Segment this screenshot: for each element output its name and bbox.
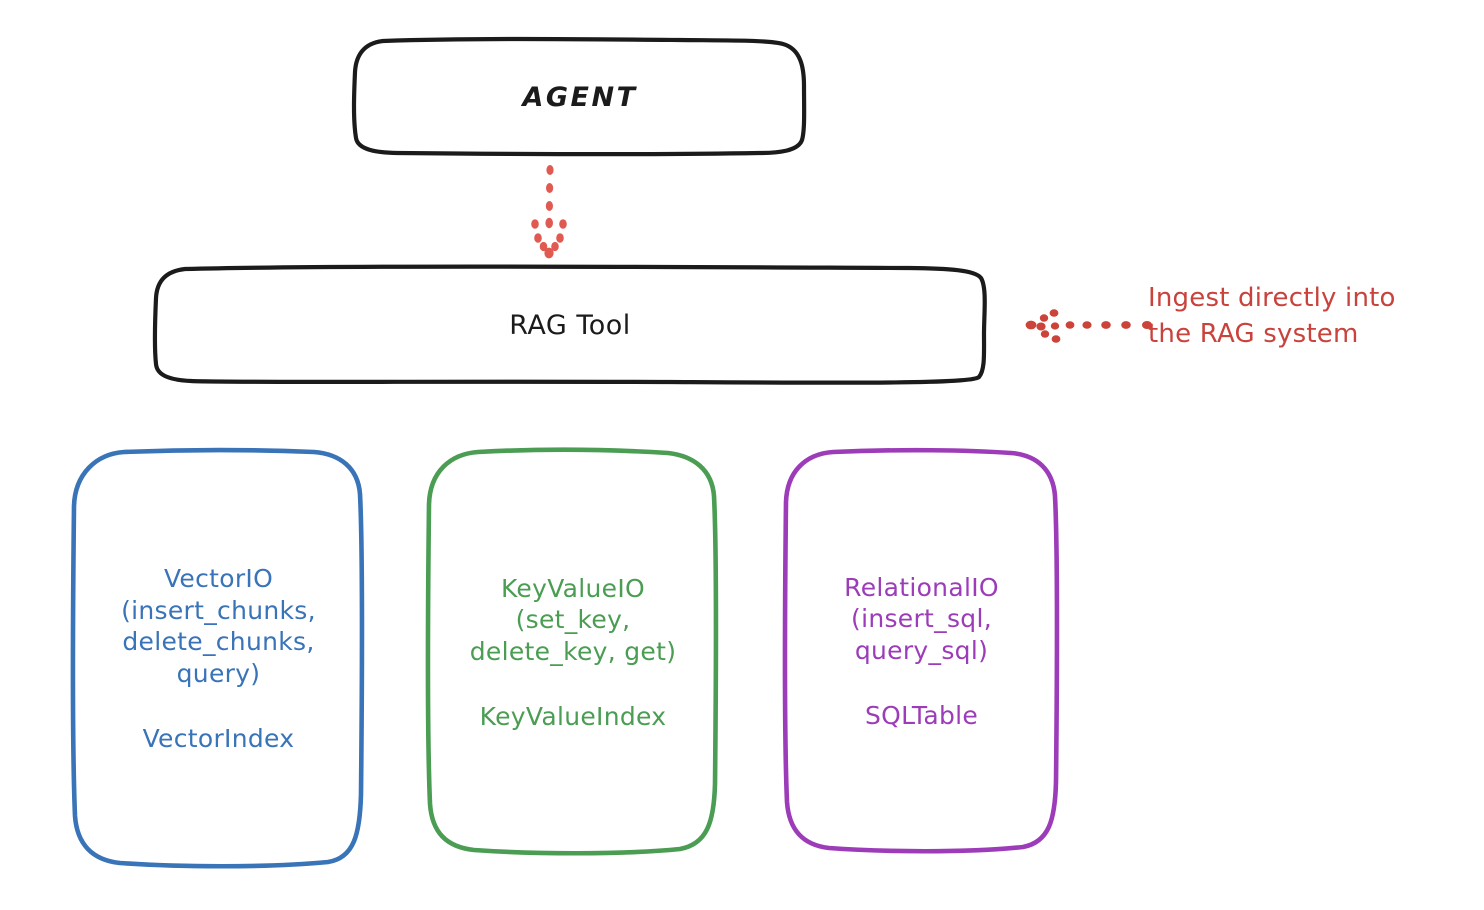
relationalio-index-name: SQLTable <box>864 701 979 730</box>
ingest-annotation-text: Ingest directly into the RAG system <box>1148 283 1396 349</box>
agent-to-rag-arrow <box>531 165 567 259</box>
agent-label: AGENT <box>522 81 638 113</box>
agent-node[interactable]: AGENT <box>351 36 807 157</box>
vectorio-index-name: VectorIndex <box>142 724 295 754</box>
rag-tool-label: RAG Tool <box>509 310 631 341</box>
keyvalueio-node[interactable]: KeyValueIO (set_key, delete_key, get) Ke… <box>425 447 719 856</box>
relationalio-api-name: RelationalIO <box>844 572 999 602</box>
ingest-arrow <box>1025 309 1152 343</box>
vectorio-api-signature: (insert_chunks, delete_chunks, query) <box>121 595 316 688</box>
keyvalueio-index-name: KeyValueIndex <box>479 702 667 731</box>
relationalio-node[interactable]: RelationalIO (insert_sql, query_sql) SQL… <box>782 447 1060 854</box>
relationalio-api-signature: (insert_sql, query_sql) <box>851 604 992 665</box>
rag-tool-node[interactable]: RAG Tool <box>152 264 987 385</box>
vectorio-node[interactable]: VectorIO (insert_chunks, delete_chunks, … <box>70 447 365 869</box>
keyvalueio-api-name: KeyValueIO <box>500 573 646 603</box>
vectorio-api-name: VectorIO <box>163 564 274 594</box>
keyvalueio-api-signature: (set_key, delete_key, get) <box>469 605 677 666</box>
